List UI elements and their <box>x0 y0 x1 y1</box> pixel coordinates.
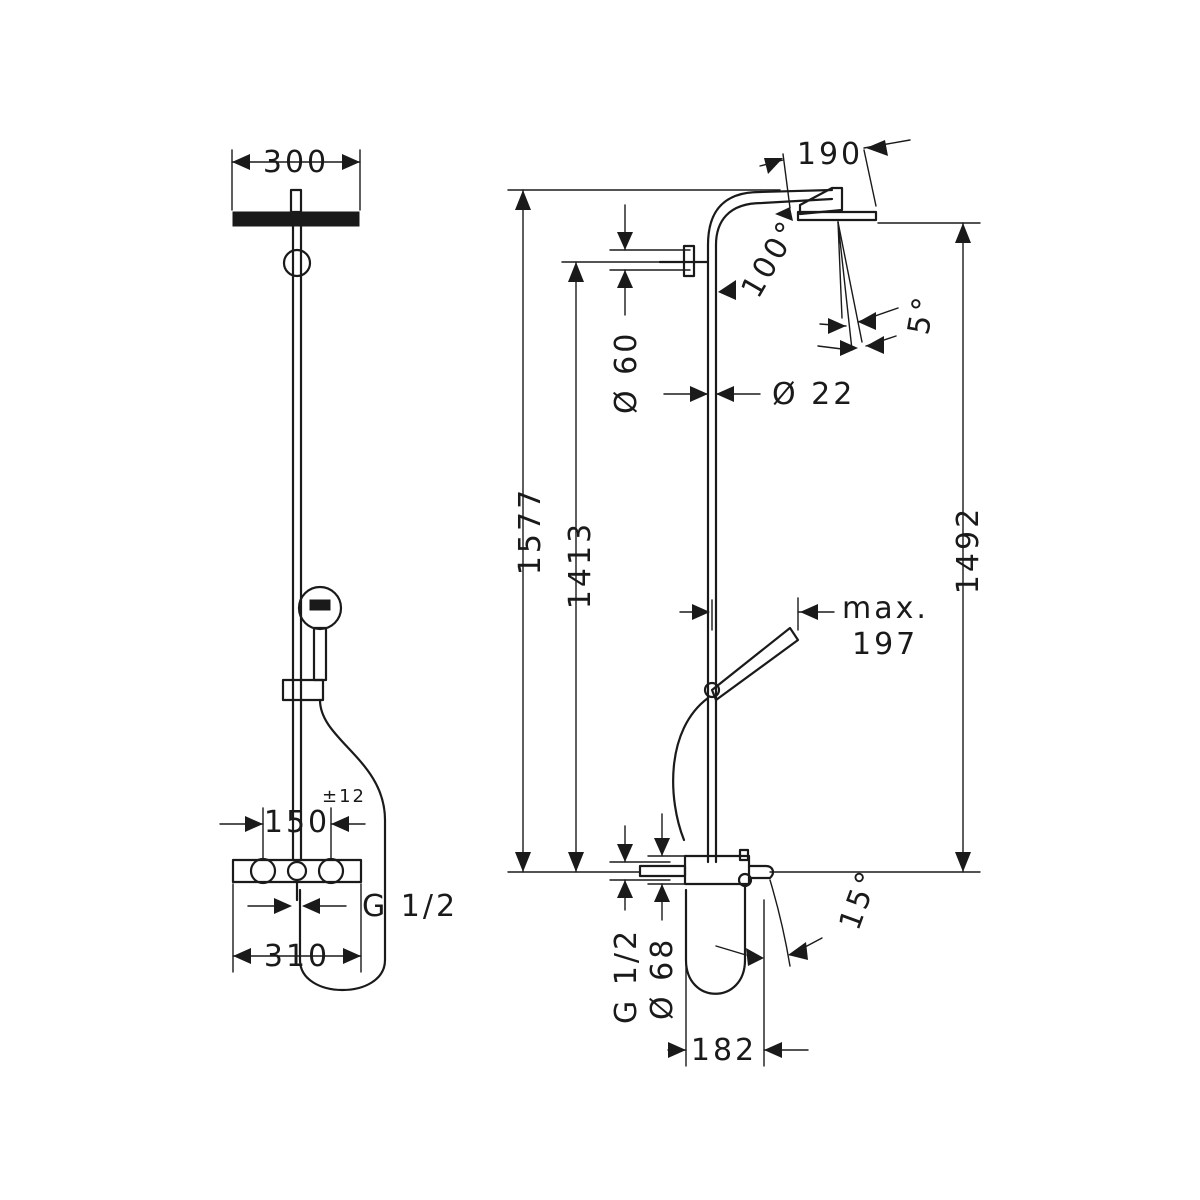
dim-overall-height: 1577 <box>513 487 548 575</box>
dim-arm-diameter: Ø 60 <box>609 331 644 414</box>
arrow-icon <box>764 1042 782 1058</box>
side-spout <box>747 864 775 880</box>
arrow-icon <box>866 140 888 156</box>
arrow-icon <box>746 948 764 966</box>
arrow-icon <box>955 223 971 243</box>
front-hand-shower-face <box>309 599 331 611</box>
dim-mixer-width: 310 <box>264 939 330 974</box>
dim-front-thread: G 1/2 <box>362 889 458 924</box>
arrow-icon <box>515 852 531 872</box>
dim-riser-height: 1413 <box>563 521 598 609</box>
arrow-icon <box>668 1042 686 1058</box>
side-mixer-inlet <box>638 864 687 878</box>
arrow-icon <box>764 158 783 174</box>
arrow-icon <box>274 898 292 914</box>
arrow-icon <box>617 880 633 898</box>
arrow-icon <box>955 852 971 872</box>
dim-head-depth: 190 <box>797 137 863 172</box>
arrow-icon <box>866 336 884 354</box>
side-hand-shower <box>710 626 800 702</box>
dim-valve-spacing: 150 <box>264 805 330 840</box>
side-slider <box>703 681 721 699</box>
dim-inlet-thread: G 1/2 <box>609 928 644 1024</box>
arrow-icon <box>331 816 349 832</box>
dim-spray-angle: 5° <box>901 292 942 338</box>
arrow-icon <box>788 942 808 960</box>
arrow-icon <box>654 884 670 902</box>
arrow-icon <box>343 948 361 964</box>
front-hand-shower-handle <box>312 626 328 682</box>
arrow-icon <box>800 604 818 620</box>
side-arm-inner <box>714 197 834 247</box>
arrow-icon <box>858 312 876 330</box>
side-view: 190 100° 5° Ø 60 Ø 22 157 <box>507 137 986 1068</box>
side-hose-lower <box>684 884 747 995</box>
dim-head-height: 1492 <box>951 506 986 594</box>
arrow-icon <box>568 262 584 282</box>
dim-riser-diameter: Ø 22 <box>772 377 855 412</box>
dim-spout-angle: 15° <box>833 864 887 934</box>
front-view: 300 150 ±12 G 1/2 310 <box>219 145 458 991</box>
side-mixer-valve <box>737 872 753 888</box>
side-mixer-knob <box>738 848 750 862</box>
arrow-icon <box>515 190 531 210</box>
arrow-icon <box>690 386 708 402</box>
dim-valve-tolerance: ±12 <box>322 786 366 807</box>
front-shower-head <box>232 211 360 227</box>
side-head-body <box>798 186 844 216</box>
arrow-icon <box>840 340 858 356</box>
front-mixer-body <box>231 858 363 884</box>
arrow-icon <box>692 604 710 620</box>
arrow-icon <box>568 852 584 872</box>
front-wall-bracket <box>282 248 312 278</box>
arrow-icon <box>617 270 633 288</box>
dim-hand-shower-label: max. <box>842 591 929 626</box>
arrow-icon <box>342 154 360 170</box>
side-arm-outer <box>706 188 834 247</box>
side-hose <box>672 696 710 842</box>
dim-head-angle: 100° <box>735 214 807 304</box>
arrow-icon <box>233 948 251 964</box>
arrow-icon <box>716 386 734 402</box>
front-valve-right <box>317 857 345 885</box>
front-hose <box>298 698 387 991</box>
arrow-icon <box>775 207 793 221</box>
arrow-icon <box>654 838 670 856</box>
front-valve-left <box>249 857 277 885</box>
arrow-icon <box>718 280 736 300</box>
dim-inlet-diameter: Ø 68 <box>645 937 680 1020</box>
arrow-icon <box>302 898 320 914</box>
front-diverter <box>286 860 308 882</box>
dim-wall-projection: 182 <box>691 1033 757 1068</box>
side-head-plate <box>796 210 878 222</box>
arrow-icon <box>617 844 633 862</box>
front-slider <box>281 678 325 702</box>
dim-hand-shower-value: 197 <box>852 627 918 662</box>
arrow-icon <box>245 816 263 832</box>
arrow-icon <box>828 318 846 334</box>
side-wall-bracket <box>682 244 696 278</box>
dim-head-width: 300 <box>263 145 329 180</box>
arrow-icon <box>232 154 250 170</box>
arrow-icon <box>617 232 633 250</box>
front-head-connector <box>289 188 303 214</box>
